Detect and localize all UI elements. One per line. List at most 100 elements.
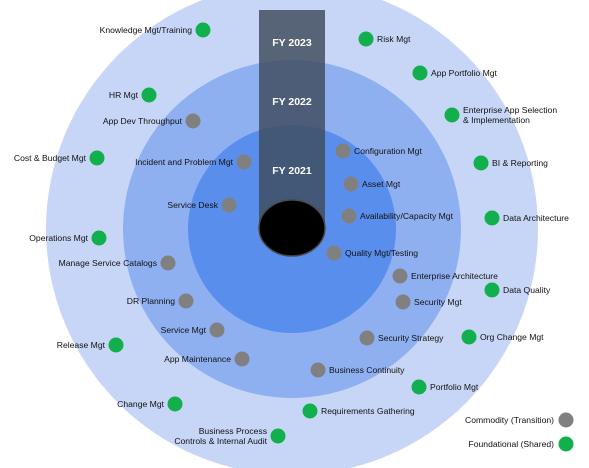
capability-item: Incident and Problem Mgt: [135, 154, 252, 170]
commodity-legend-marker: [558, 412, 574, 428]
foundational-marker: [484, 282, 500, 298]
capability-label: BI & Reporting: [492, 158, 548, 168]
fiscal-year-label: FY 2023: [272, 37, 312, 49]
foundational-marker: [411, 379, 427, 395]
commodity-marker: [335, 143, 351, 159]
legend-item: Commodity (Transition): [465, 412, 574, 428]
capability-label: App Dev Throughput: [103, 116, 183, 126]
capability-item: Change Mgt: [117, 396, 183, 412]
capability-label: Configuration Mgt: [354, 146, 422, 156]
capability-item: Enterprise App Selection& Implementation: [444, 105, 557, 125]
capability-label: Enterprise Architecture: [411, 271, 498, 281]
capability-label-line2: Controls & Internal Audit: [174, 436, 267, 446]
capability-item: Availability/Capacity Mgt: [341, 208, 454, 224]
capability-item: Cost & Budget Mgt: [14, 150, 105, 166]
commodity-marker: [392, 268, 408, 284]
capability-item: Requirements Gathering: [302, 403, 415, 419]
capability-item: Org Change Mgt: [461, 329, 544, 345]
capability-label: Operations Mgt: [29, 233, 88, 243]
capability-item: Enterprise Architecture: [392, 268, 498, 284]
foundational-marker: [108, 337, 124, 353]
foundational-marker: [358, 31, 374, 47]
capability-label: Risk Mgt: [377, 34, 411, 44]
foundational-marker: [412, 65, 428, 81]
capability-label: Asset Mgt: [362, 179, 401, 189]
capability-label: Security Strategy: [378, 333, 444, 343]
capability-label: Service Mgt: [161, 325, 207, 335]
capability-label: Data Quality: [503, 285, 551, 295]
capability-item: App Portfolio Mgt: [412, 65, 498, 81]
capability-label: App Maintenance: [164, 354, 231, 364]
capability-label: Knowledge Mgt/Training: [100, 25, 193, 35]
capability-item: Manage Service Catalogs: [59, 255, 176, 271]
commodity-marker: [341, 208, 357, 224]
capability-item: Service Desk: [167, 197, 237, 213]
foundational-marker: [473, 155, 489, 171]
foundational-marker: [91, 230, 107, 246]
capability-label: Portfolio Mgt: [430, 382, 479, 392]
commodity-marker: [326, 245, 342, 261]
legend: Commodity (Transition) Foundational (Shar…: [465, 412, 574, 452]
capability-item: Business Continuity: [310, 362, 405, 378]
core-circle: [258, 199, 326, 257]
capability-label: Business Continuity: [329, 365, 405, 375]
foundational-marker: [444, 107, 460, 123]
capability-item: DR Planning: [127, 293, 194, 309]
timeline-bar: [259, 10, 325, 228]
commodity-marker: [234, 351, 250, 367]
commodity-marker: [185, 113, 201, 129]
capability-item: Release Mgt: [57, 337, 124, 353]
capability-item: App Dev Throughput: [103, 113, 201, 129]
capability-label: Release Mgt: [57, 340, 106, 350]
capability-label: Incident and Problem Mgt: [135, 157, 234, 167]
capability-item: HR Mgt: [109, 87, 157, 103]
capability-label: Enterprise App Selection: [463, 105, 557, 115]
capability-label: DR Planning: [127, 296, 175, 306]
capability-item: BI & Reporting: [473, 155, 548, 171]
capability-label: Availability/Capacity Mgt: [360, 211, 454, 221]
commodity-marker: [221, 197, 237, 213]
capability-item: Service Mgt: [161, 322, 225, 338]
capability-label: Security Mgt: [414, 297, 462, 307]
foundational-marker: [195, 22, 211, 38]
commodity-marker: [395, 294, 411, 310]
capability-label: Service Desk: [167, 200, 218, 210]
commodity-marker: [343, 176, 359, 192]
capability-item: Security Mgt: [395, 294, 462, 310]
capability-item: Risk Mgt: [358, 31, 411, 47]
commodity-marker: [310, 362, 326, 378]
capability-item: Quality Mgt/Testing: [326, 245, 418, 261]
foundational-marker: [461, 329, 477, 345]
capability-label: Quality Mgt/Testing: [345, 248, 418, 258]
foundational-marker: [89, 150, 105, 166]
capability-item: Security Strategy: [359, 330, 444, 346]
foundational-marker: [167, 396, 183, 412]
capability-item: Configuration Mgt: [335, 143, 422, 159]
capability-item: Data Architecture: [484, 210, 569, 226]
commodity-marker: [236, 154, 252, 170]
legend-label: Commodity (Transition): [465, 415, 554, 425]
capability-item: Asset Mgt: [343, 176, 401, 192]
capability-label: Manage Service Catalogs: [59, 258, 157, 268]
commodity-marker: [359, 330, 375, 346]
capability-label: Data Architecture: [503, 213, 569, 223]
capability-item: Knowledge Mgt/Training: [100, 22, 211, 38]
capability-label: HR Mgt: [109, 90, 139, 100]
capability-label-line2: & Implementation: [463, 115, 530, 125]
legend-item: Foundational (Shared): [468, 436, 574, 452]
capability-item: Portfolio Mgt: [411, 379, 479, 395]
foundational-marker: [141, 87, 157, 103]
foundational-marker: [484, 210, 500, 226]
capability-label: Org Change Mgt: [480, 332, 544, 342]
capability-label: Cost & Budget Mgt: [14, 153, 87, 163]
capability-label: App Portfolio Mgt: [431, 68, 498, 78]
legend-label: Foundational (Shared): [468, 439, 554, 449]
capability-label: Business Process: [199, 426, 267, 436]
fiscal-year-label: FY 2021: [272, 165, 312, 177]
foundational-marker: [270, 428, 286, 444]
foundational-legend-marker: [558, 436, 574, 452]
